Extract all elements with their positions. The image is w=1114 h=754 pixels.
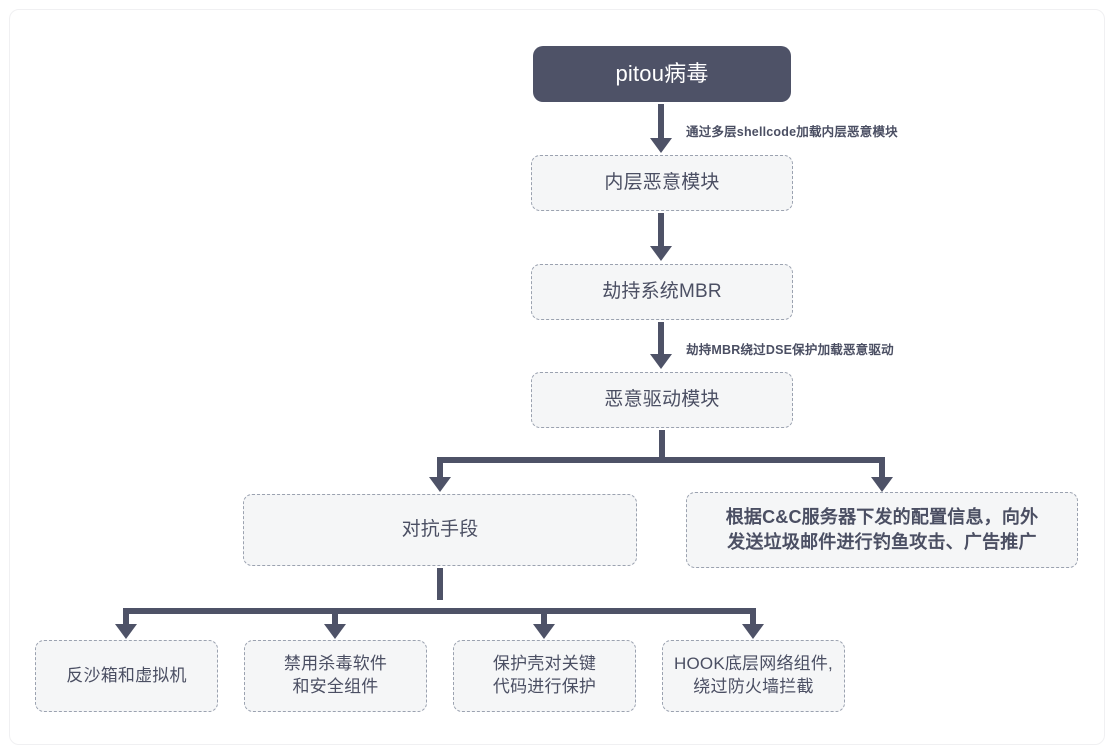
node-hijack-system-mbr[interactable]: 劫持系统MBR — [531, 264, 793, 320]
connector-root-to-inner — [658, 104, 664, 142]
connector-driver-split-right — [879, 457, 885, 481]
arrowhead-to-countermeasures — [429, 477, 451, 492]
arrowhead-to-cc-spam — [871, 477, 893, 492]
node-countermeasures[interactable]: 对抗手段 — [243, 494, 637, 566]
arrowhead-inner-to-mbr — [650, 246, 672, 261]
connector-countermeasures-stem — [437, 568, 443, 600]
node-disable-antivirus[interactable]: 禁用杀毒软件 和安全组件 — [244, 640, 427, 712]
node-cc-server-spam[interactable]: 根据C&C服务器下发的配置信息，向外 发送垃圾邮件进行钓鱼攻击、广告推广 — [686, 492, 1078, 568]
arrowhead-to-packer — [533, 624, 555, 639]
node-anti-sandbox-vm[interactable]: 反沙箱和虚拟机 — [35, 640, 218, 712]
node-malicious-driver-module[interactable]: 恶意驱动模块 — [531, 372, 793, 428]
edge-label-shellcode: 通过多层shellcode加载内层恶意模块 — [686, 125, 898, 139]
edge-label-dse: 劫持MBR绕过DSE保护加载恶意驱动 — [686, 343, 894, 357]
connector-split-branch-2 — [332, 608, 338, 628]
arrowhead-to-anti-sandbox — [115, 624, 137, 639]
arrowhead-to-hook-network — [742, 624, 764, 639]
connector-driver-split-bar — [437, 457, 885, 463]
connector-driver-split-left — [437, 457, 443, 481]
node-inner-malicious-module[interactable]: 内层恶意模块 — [531, 155, 793, 211]
arrowhead-mbr-to-driver — [650, 354, 672, 369]
node-protective-packer[interactable]: 保护壳对关键 代码进行保护 — [453, 640, 636, 712]
connector-mbr-to-driver — [658, 322, 664, 358]
connector-split-branch-4 — [750, 608, 756, 628]
node-pitou-virus[interactable]: pitou病毒 — [533, 46, 791, 102]
connector-driver-stem — [659, 430, 665, 460]
connector-countermeasures-split-bar — [123, 608, 753, 614]
connector-inner-to-mbr — [658, 213, 664, 250]
arrowhead-to-disable-av — [324, 624, 346, 639]
node-hook-network-component[interactable]: HOOK底层网络组件, 绕过防火墙拦截 — [662, 640, 845, 712]
connector-split-branch-1 — [123, 608, 129, 628]
connector-split-branch-3 — [541, 608, 547, 628]
arrowhead-root-to-inner — [650, 138, 672, 153]
